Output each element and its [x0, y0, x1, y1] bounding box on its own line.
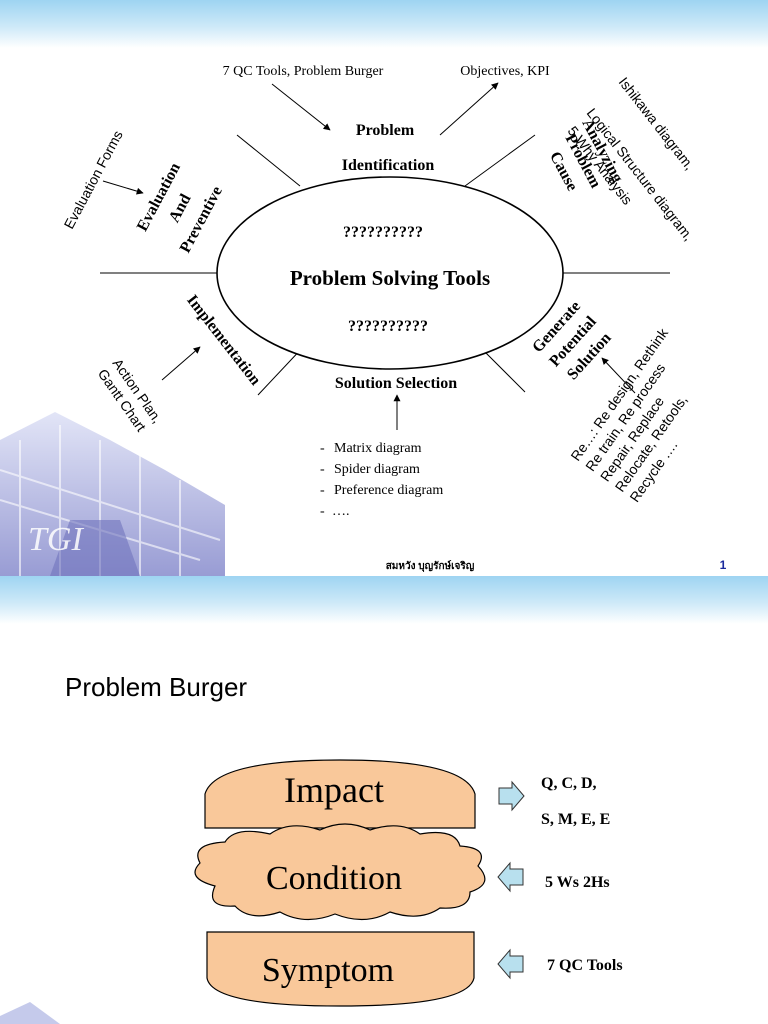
center-top-marks: ??????????: [343, 224, 423, 241]
central-ellipse: [216, 176, 564, 370]
stage-problem-line1: Problem: [356, 122, 415, 139]
spoke-top-left: [236, 134, 301, 187]
bullet-dash-3: -: [320, 483, 325, 498]
header-gradient-band: [0, 576, 768, 624]
stage-evaluation-line2: And: [166, 191, 195, 225]
tool-eval-forms: Evaluation Forms: [61, 128, 126, 232]
label-impact-line2: S, M, E, E: [541, 811, 610, 828]
spoke-top-right: [464, 134, 536, 187]
symptom-bun: [206, 931, 475, 1007]
layer-impact: Impact: [284, 770, 384, 810]
label-condition: 5 Ws 2Hs: [545, 874, 610, 891]
tool-preference: Preference diagram: [334, 483, 443, 498]
label-symptom: 7 QC Tools: [547, 957, 623, 974]
arrow-qc-to-problem: [271, 83, 331, 131]
bullet-dash-2: -: [320, 462, 325, 477]
arrow-forms-to-evaluation: [102, 180, 144, 195]
bullet-dash-4: -: [320, 504, 325, 519]
arrow-re-to-generate: [601, 357, 636, 394]
building-logo-art-partial: [0, 1002, 60, 1024]
arrow-right-impact: [498, 780, 525, 812]
bullet-dash-1: -: [320, 441, 325, 456]
stage-evaluation-group: Evaluation And Preventive: [134, 160, 226, 256]
footer-author: สมหวัง บุญรักษ์เจริญ: [386, 560, 475, 572]
slide-problem-solving-tools: TGI ?????????? Problem Solving Tools ???…: [0, 0, 768, 576]
center-title: Problem Solving Tools: [290, 266, 490, 290]
selection-tools-list: - Matrix diagram - Spider diagram - Pref…: [320, 441, 443, 519]
tool-qc-burger: 7 QC Tools, Problem Burger: [223, 64, 384, 79]
tool-ellipsis: ….: [332, 504, 350, 519]
tgi-logo-text: TGI: [28, 521, 84, 558]
problem-burger-diagram: Impact Condition Symptom Q, C, D, S, M, …: [0, 759, 623, 1024]
tool-eval-forms-group: Evaluation Forms: [61, 128, 126, 232]
label-impact-line1: Q, C, D,: [541, 775, 597, 792]
arrow-left-symptom: [497, 948, 524, 980]
tool-objectives: Objectives, KPI: [460, 64, 550, 79]
tool-matrix: Matrix diagram: [334, 441, 422, 456]
condition-cloud: [194, 823, 486, 921]
slide-title: Problem Burger: [65, 672, 248, 702]
impact-bun: [204, 759, 476, 829]
center-bottom-marks: ??????????: [348, 318, 428, 335]
tool-action-group: Action Plan, Gantt Chart: [95, 356, 166, 435]
arrow-left-condition: [497, 861, 524, 893]
tool-spider: Spider diagram: [334, 462, 420, 477]
stage-problem-line2: Identification: [342, 157, 435, 174]
arrow-problem-to-objectives: [439, 82, 499, 136]
slide-problem-burger: Problem Burger Impact Condition Symptom …: [0, 576, 768, 1024]
building-logo-art: TGI: [0, 412, 225, 576]
problem-solving-diagram: TGI ?????????? Problem Solving Tools ???…: [0, 64, 727, 576]
layer-symptom: Symptom: [262, 952, 394, 989]
header-gradient-band: [0, 0, 768, 48]
page-number: 1: [720, 558, 727, 572]
layer-condition: Condition: [266, 860, 402, 897]
stage-solution-selection: Solution Selection: [335, 375, 457, 392]
arrow-action-to-implementation: [161, 346, 201, 381]
